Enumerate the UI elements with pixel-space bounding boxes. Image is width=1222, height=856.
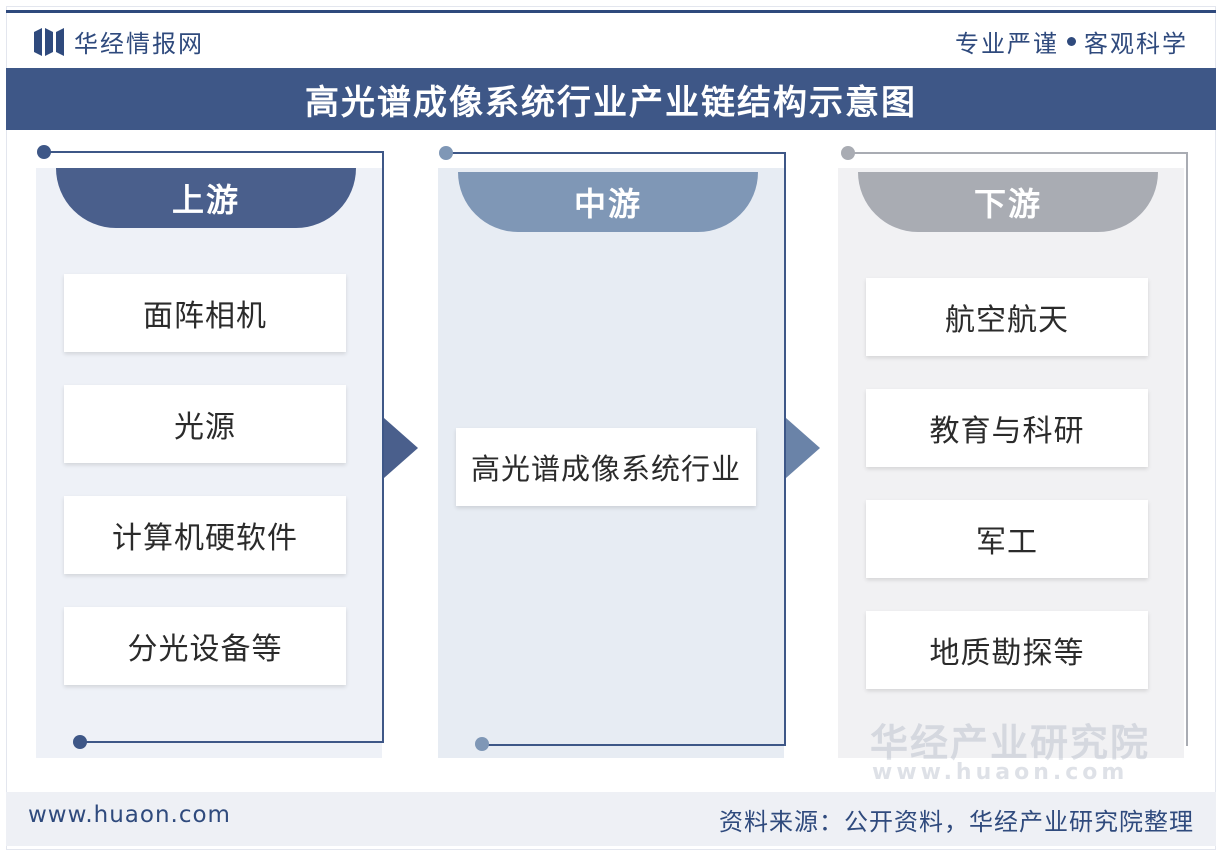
midstream-tab: 中游 [458,172,758,232]
brand-logo-icon [34,27,64,56]
title-bar: 高光谱成像系统行业产业链结构示意图 [6,68,1216,130]
downstream-item-label: 教育与科研 [929,414,1085,449]
midstream-top-dot [439,146,453,160]
midstream-item-label: 高光谱成像系统行业 [470,452,741,486]
upstream-border-bottom [80,741,384,743]
upstream-item: 计算机硬软件 [64,496,346,574]
upstream-item-label: 计算机硬软件 [112,521,298,556]
downstream-label: 下游 [973,185,1042,223]
midstream-column: 中游 高光谱成像系统行业 [438,168,784,758]
arrow-upstream-to-midstream-icon [384,418,418,478]
upstream-border [44,151,384,743]
upstream-item-label: 分光设备等 [127,632,283,667]
downstream-item-label: 航空航天 [945,303,1069,338]
footer-website: www.huaon.com [28,802,231,828]
upstream-tab: 上游 [56,168,356,228]
downstream-border [848,152,1188,746]
arrow-midstream-to-downstream-icon [786,418,820,478]
midstream-border-bottom [482,744,786,746]
upstream-label: 上游 [171,181,240,219]
downstream-item: 军工 [866,500,1148,578]
downstream-item: 航空航天 [866,278,1148,356]
upstream-column: 上游 面阵相机 光源 计算机硬软件 分光设备等 [36,168,382,758]
brand: 华经情报网 [34,24,204,59]
midstream-item: 高光谱成像系统行业 [456,428,756,506]
downstream-item: 教育与科研 [866,389,1148,467]
upstream-top-dot [37,145,51,159]
upstream-item: 光源 [64,385,346,463]
slogan-right: 客观科学 [1084,30,1188,58]
slogan: 专业严谨 客观科学 [955,24,1188,59]
footer-bar [6,792,1216,846]
downstream-tab: 下游 [858,172,1158,232]
bullet-dot-icon [1067,37,1076,46]
footer-source: 资料来源：公开资料，华经产业研究院整理 [719,808,1194,836]
upstream-item-label: 面阵相机 [143,299,267,334]
midstream-border [446,152,786,746]
top-rule [6,10,1216,13]
upstream-bottom-dot [73,735,87,749]
midstream-label: 中游 [573,185,642,223]
upstream-item: 面阵相机 [64,274,346,352]
brand-name: 华经情报网 [74,30,204,58]
watermark-url: www.huaon.com [872,760,1129,785]
page-title: 高光谱成像系统行业产业链结构示意图 [305,82,917,123]
downstream-item-label: 军工 [976,525,1038,560]
downstream-item-label: 地质勘探等 [929,636,1085,671]
slogan-left: 专业严谨 [955,30,1059,58]
upstream-item: 分光设备等 [64,607,346,685]
midstream-bottom-dot [475,737,489,751]
downstream-item: 地质勘探等 [866,611,1148,689]
upstream-item-label: 光源 [174,410,236,445]
downstream-column: 下游 航空航天 教育与科研 军工 地质勘探等 [838,168,1184,758]
watermark-name: 华经产业研究院 [870,721,1151,765]
downstream-top-dot [841,146,855,160]
